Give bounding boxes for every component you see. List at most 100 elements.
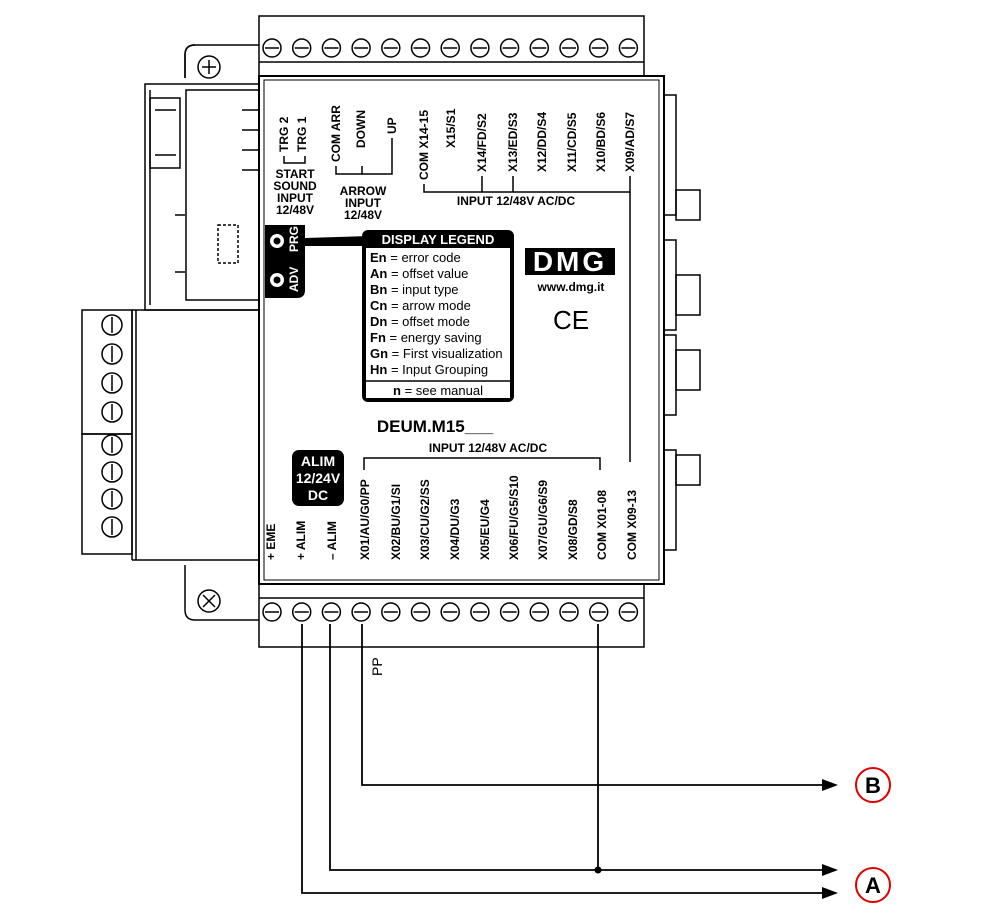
- label-x02: X02/BU/G1/SI: [389, 484, 403, 560]
- wire-plus-alim: [301, 624, 825, 894]
- top-terminal-screw: [470, 38, 490, 58]
- legend-code: Cn: [370, 298, 387, 313]
- svg-text:12/24V: 12/24V: [296, 470, 341, 486]
- bottom-terminal-screw: [410, 602, 431, 622]
- wire-minus-alim: [329, 624, 825, 871]
- label-up: UP: [385, 117, 399, 134]
- svg-text:SOUND: SOUND: [273, 179, 317, 193]
- label-x09: X09/AD/S7: [623, 112, 637, 172]
- bottom-terminal-screw: [321, 602, 342, 622]
- top-terminal-screws: [262, 38, 639, 58]
- svg-text:ARROW: ARROW: [340, 184, 387, 198]
- svg-text:DMG: DMG: [533, 246, 607, 277]
- output-a-marker: A: [855, 867, 891, 903]
- label-trg2: TRG 2: [277, 116, 291, 152]
- top-terminal-screw: [559, 38, 579, 58]
- wire-pp-to-b: [361, 624, 825, 786]
- dmg-logo: DMG: [525, 246, 615, 277]
- legend-entry: An = offset value: [370, 266, 468, 281]
- svg-text:12/48V: 12/48V: [344, 208, 382, 222]
- legend-entry: En = error code: [370, 250, 461, 265]
- label-x14: X14/FD/S2: [475, 113, 489, 172]
- label-x07: X07/GU/G6/S9: [536, 480, 550, 560]
- legend-entry: Bn = input type: [370, 282, 459, 297]
- pp-wire-label: PP: [369, 657, 385, 676]
- device-housing: [81, 15, 701, 648]
- label-trg1: TRG 1: [295, 116, 309, 152]
- wire-junction: [594, 866, 602, 874]
- start-sound-label: START SOUND INPUT 12/48V: [273, 167, 317, 217]
- label-eme: + EME: [264, 524, 278, 560]
- label-x03: X03/CU/G2/SS: [418, 479, 432, 560]
- top-terminal-screw: [410, 38, 431, 58]
- bottom-terminal-screw: [559, 602, 579, 622]
- legend-text: = energy saving: [386, 330, 482, 345]
- top-terminal-screw: [440, 38, 460, 58]
- top-terminal-labels: TRG 2 TRG 1 COM ARR DOWN UP COM X14-15 X…: [277, 105, 637, 180]
- bottom-terminal-screw: [381, 602, 401, 622]
- svg-text:INPUT: INPUT: [277, 191, 314, 205]
- legend-text: = arrow mode: [387, 298, 470, 313]
- bottom-input-bracket: [363, 457, 601, 470]
- bottom-terminal-screw: [470, 602, 490, 622]
- bottom-terminal-screw: [262, 602, 282, 622]
- side-terminal-screw: [101, 516, 123, 538]
- bottom-terminal-screw: [351, 602, 371, 622]
- prg-button[interactable]: PRG: [270, 226, 301, 252]
- legend-text: = input type: [387, 282, 458, 297]
- adv-button[interactable]: ADV: [270, 267, 301, 292]
- legend-entry: Fn = energy saving: [370, 330, 482, 345]
- arrowheads: [822, 779, 838, 899]
- legend-text: = error code: [387, 250, 461, 265]
- bottom-terminal-screw: [529, 602, 550, 622]
- top-terminal-screw: [262, 38, 282, 58]
- ce-mark: CE: [553, 305, 589, 335]
- legend-text: = offset value: [387, 266, 468, 281]
- label-com-x09-13: COM X09-13: [625, 490, 639, 560]
- side-terminal-screw: [101, 314, 123, 336]
- top-terminal-screw: [529, 38, 550, 58]
- label-down: DOWN: [354, 110, 368, 148]
- label-x04: X04/DU/G3: [448, 498, 462, 560]
- bottom-input-group-label: INPUT 12/48V AC/DC: [429, 441, 548, 455]
- legend-code: Fn: [370, 330, 386, 345]
- model-label: DEUM.M15___: [377, 417, 494, 436]
- legend-code: En: [370, 250, 387, 265]
- label-x10: X10/BD/S6: [594, 112, 608, 172]
- legend-code: An: [370, 266, 387, 281]
- power-label: ALIM 12/24V DC: [292, 450, 344, 506]
- legend-text: = Input Grouping: [387, 362, 488, 377]
- bottom-terminal-screw: [291, 602, 312, 622]
- legend-code: Hn: [370, 362, 387, 377]
- legend-entry: Dn = offset mode: [370, 314, 470, 329]
- svg-text:START: START: [275, 167, 315, 181]
- arrow-input-label: ARROW INPUT 12/48V: [340, 184, 387, 222]
- top-terminal-screw: [618, 38, 639, 58]
- legend-text: = offset mode: [387, 314, 470, 329]
- svg-text:12/48V: 12/48V: [276, 203, 314, 217]
- legend-code: Gn: [370, 346, 388, 361]
- side-terminal-screw: [101, 401, 123, 423]
- mount-screw-bottom: [197, 589, 221, 613]
- top-label-brackets: [283, 138, 631, 462]
- side-terminal-screw: [101, 372, 123, 394]
- label-x13: X13/ED/S3: [506, 112, 520, 172]
- svg-text:ALIM: ALIM: [301, 453, 335, 469]
- side-terminal-screw: [101, 488, 123, 510]
- top-terminal-screw: [588, 38, 609, 58]
- svg-text:INPUT: INPUT: [345, 196, 382, 210]
- svg-text:DC: DC: [308, 487, 328, 503]
- output-a-label: A: [865, 873, 881, 898]
- bottom-terminal-screw: [588, 602, 609, 622]
- mount-screw-top: [197, 55, 221, 79]
- side-terminal-screw: [101, 343, 123, 365]
- legend-code: Dn: [370, 314, 387, 329]
- legend-entry: Gn = First visualization: [370, 346, 503, 361]
- website-label: www.dmg.it: [537, 280, 605, 294]
- legend-title: DISPLAY LEGEND: [382, 232, 495, 247]
- output-b-label: B: [865, 773, 881, 798]
- bottom-terminal-screw: [440, 602, 460, 622]
- label-x08: X08/GD/S8: [566, 499, 580, 560]
